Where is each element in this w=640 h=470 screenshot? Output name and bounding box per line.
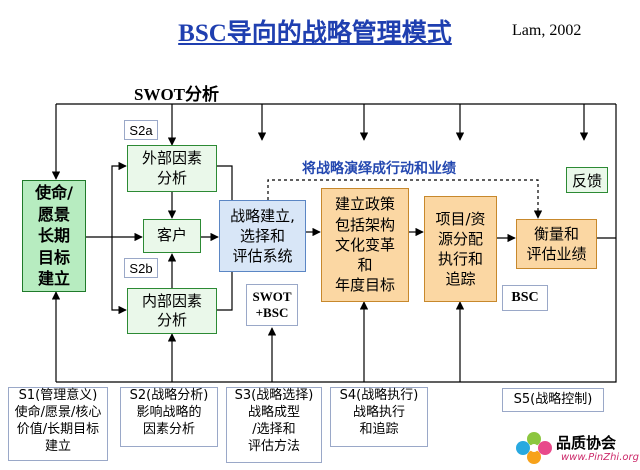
mission-line: 目标: [37, 247, 70, 267]
swot-bsc-line: +BSC: [255, 305, 289, 320]
author-citation: Lam, 2002: [512, 22, 582, 39]
stage-s1-line: 建立: [44, 438, 71, 454]
swot-bsc-note: SWOT +BSC: [246, 284, 298, 326]
stage-s1-line: 使命/愿景/核心: [14, 404, 102, 420]
tag-s2b: S2b: [124, 258, 158, 278]
translate-strategy-banner: 将战略演绎成行动和业绩: [302, 161, 456, 177]
swot-bsc-line: SWOT: [252, 288, 292, 304]
logo-url: www.PinZhi.org: [561, 452, 639, 463]
measure-line: 评估业绩: [526, 245, 587, 263]
stage-s5-box: S5(战略控制): [502, 388, 604, 412]
mission-line: 愿景: [37, 204, 70, 224]
external-factors-box: 外部因素 分析: [127, 145, 217, 192]
policy-line: 建立政策: [334, 195, 395, 214]
stage-s5-line: S5(战略控制): [513, 391, 593, 407]
project-line: 项目/资: [435, 209, 486, 228]
stage-s4-line: S4(战略执行): [339, 388, 419, 403]
page-title: BSC导向的战略管理模式: [178, 20, 452, 47]
mission-line: 建立: [37, 269, 70, 289]
stage-s2-box: S2(战略分析) 影响战略的 因素分析: [120, 387, 218, 447]
strategy-line: 战略建立,: [230, 206, 295, 225]
bracket-to-external-line: [111, 161, 127, 237]
stage-s3-line: /选择和: [252, 421, 296, 437]
flower-logo-icon: [516, 432, 552, 464]
strategy-line: 选择和: [239, 226, 285, 245]
internal-line: 分析: [156, 311, 187, 329]
stage-s2-line: 因素分析: [142, 421, 195, 437]
mission-line: 使命/: [35, 183, 73, 203]
policy-box: 建立政策 包括架构 文化变革 和 年度目标: [321, 188, 409, 302]
project-line: 源分配: [437, 229, 483, 248]
stage-s1-line: 价值/长期目标: [16, 421, 100, 437]
internal-factors-box: 内部因素 分析: [127, 288, 217, 334]
stage-s3-line: 战略成型: [247, 404, 300, 420]
bracket-to-internal-line: [111, 237, 127, 315]
stage-s4-line: 和追踪: [359, 421, 399, 437]
measure-box: 衡量和 评估业绩: [516, 219, 597, 269]
external-line: 外部因素: [141, 149, 202, 167]
stage-s2-line: 影响战略的: [136, 404, 202, 420]
mission-line: 长期: [37, 226, 70, 246]
policy-line: 年度目标: [334, 276, 395, 295]
strategy-formation-box: 战略建立, 选择和 评估系统: [219, 200, 306, 272]
swot-analysis-label: SWOT分析: [134, 85, 220, 104]
tag-s2a: S2a: [124, 120, 158, 140]
policy-line: 包括架构: [334, 215, 395, 234]
stage-s2-line: S2(战略分析): [129, 388, 209, 403]
customer-box: 客户: [143, 219, 201, 253]
measure-line: 衡量和: [533, 224, 579, 243]
project-line: 追踪: [445, 270, 476, 289]
stage-s1-box: S1(管理意义) 使命/愿景/核心 价值/长期目标 建立: [8, 387, 108, 461]
external-line: 分析: [156, 168, 187, 187]
feedback-box: 反馈: [566, 167, 608, 193]
stage-s1-line: S1(管理意义): [18, 388, 98, 403]
policy-line: 和: [357, 256, 373, 275]
stage-s3-line: 评估方法: [247, 438, 300, 454]
stage-s3-box: S3(战略选择) 战略成型 /选择和 评估方法: [226, 387, 322, 463]
logo-name: 品质协会: [556, 434, 617, 452]
internal-line: 内部因素: [141, 291, 202, 310]
stage-s4-box: S4(战略执行) 战略执行 和追踪: [330, 387, 428, 447]
stage-s3-line: S3(战略选择): [234, 388, 314, 403]
feedback-loop-line: [56, 254, 617, 383]
strategy-line: 评估系统: [232, 247, 293, 266]
dashed-banner-arrow: [267, 179, 543, 219]
mission-box: 使命/ 愿景 长期 目标 建立: [22, 180, 86, 292]
policy-line: 文化变革: [334, 235, 395, 254]
bsc-note: BSC: [502, 285, 548, 311]
project-line: 执行和: [437, 250, 483, 268]
stage-s4-line: 战略执行: [352, 404, 405, 420]
project-box: 项目/资 源分配 执行和 追踪: [424, 196, 497, 302]
